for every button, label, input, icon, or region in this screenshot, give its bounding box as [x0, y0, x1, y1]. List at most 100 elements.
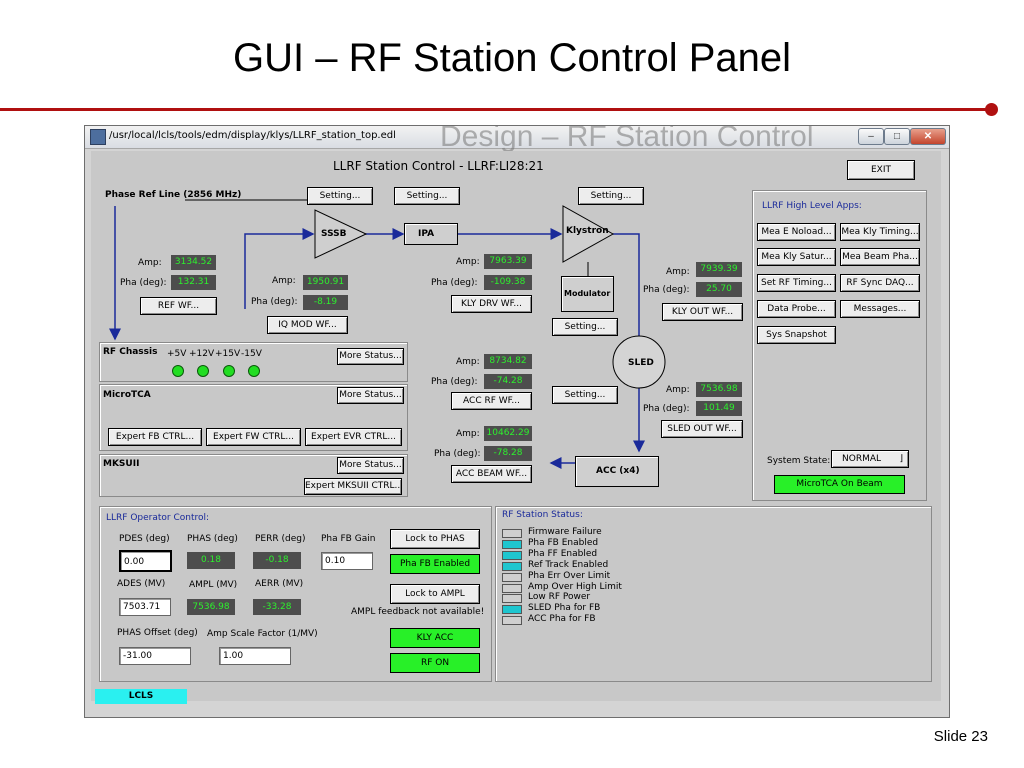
kly-out-pha-value: 25.70	[696, 282, 742, 297]
sled-out-amp-label: Amp:	[666, 385, 690, 395]
status-indicator-icon	[502, 561, 522, 571]
status-item-label: SLED Pha for FB	[528, 603, 601, 614]
panel-title: LLRF Station Control - LLRF:LI28:21	[333, 159, 544, 173]
mea-beam-pha-button[interactable]: Mea Beam Pha...	[840, 248, 920, 266]
sssb-setting-button[interactable]: Setting...	[307, 187, 373, 205]
sled-out-pha-label: Pha (deg):	[643, 404, 690, 414]
phas-value: 0.18	[187, 552, 235, 569]
phas-offset-input[interactable]: -31.00	[119, 647, 191, 665]
mea-kly-timing-button[interactable]: Mea Kly Timing...	[840, 223, 920, 241]
ipa-setting-button[interactable]: Setting...	[394, 187, 460, 205]
status-indicator-icon	[502, 539, 522, 549]
minimize-icon[interactable]: –	[858, 128, 884, 145]
microtca-more-status-button[interactable]: More Status...	[337, 387, 404, 404]
operator-control-frame	[99, 506, 492, 682]
mksuii-label: MKSUII	[103, 459, 140, 469]
lock-to-ampl-button[interactable]: Lock to AMPL	[390, 584, 480, 604]
title-divider-dot	[985, 103, 998, 116]
set-rf-timing-button[interactable]: Set RF Timing...	[757, 274, 836, 292]
phase-ref-label: Phase Ref Line (2856 MHz)	[105, 190, 242, 200]
data-probe-button[interactable]: Data Probe...	[757, 300, 836, 318]
slide-title: GUI – RF Station Control Panel	[232, 36, 792, 80]
ipa-block	[404, 223, 458, 245]
expert-fb-ctrl-button[interactable]: Expert FB CTRL...	[108, 428, 202, 446]
station-status-frame	[495, 506, 932, 682]
kly-out-wf-button[interactable]: KLY OUT WF...	[662, 303, 743, 321]
system-state-value: NORMAL	[842, 454, 882, 464]
led-5v	[172, 365, 184, 377]
iq-amp-value: 1950.91	[303, 275, 348, 290]
ampl-feedback-note: AMPL feedback not available!	[351, 607, 485, 617]
sled-out-wf-button[interactable]: SLED OUT WF...	[661, 420, 743, 438]
messages-button[interactable]: Messages...	[840, 300, 920, 318]
expert-mksuii-ctrl-button[interactable]: Expert MKSUII CTRL...	[304, 478, 402, 495]
close-icon[interactable]: ✕	[910, 128, 946, 145]
ref-wf-button[interactable]: REF WF...	[140, 297, 217, 315]
expert-fw-ctrl-button[interactable]: Expert FW CTRL...	[206, 428, 301, 446]
maximize-icon[interactable]: □	[884, 128, 910, 145]
sled-out-amp-value: 7536.98	[696, 382, 742, 397]
edm-window: Design – RF Station Control /usr/local/l…	[84, 125, 950, 718]
led-12v	[197, 365, 209, 377]
sled-label: SLED	[628, 358, 654, 368]
pdes-input[interactable]: 0.00	[119, 550, 172, 572]
iq-pha-value: -8.19	[303, 295, 348, 310]
perr-value: -0.18	[253, 552, 301, 569]
acc-rf-wf-button[interactable]: ACC RF WF...	[451, 392, 532, 410]
pha-fb-gain-input[interactable]: 0.10	[321, 552, 373, 570]
modulator-setting-button[interactable]: Setting...	[552, 318, 618, 336]
iq-mod-wf-button[interactable]: IQ MOD WF...	[267, 316, 348, 334]
system-state-select[interactable]: NORMAL⌋	[831, 450, 909, 468]
rf-chassis-label: RF Chassis	[103, 347, 158, 357]
app-icon	[90, 129, 106, 145]
status-indicator-icon	[502, 572, 522, 582]
acc-beam-wf-button[interactable]: ACC BEAM WF...	[451, 465, 532, 483]
sled-setting-button[interactable]: Setting...	[552, 386, 618, 404]
ades-input[interactable]: 7503.71	[119, 598, 171, 616]
rf-chassis-more-status-button[interactable]: More Status...	[337, 348, 404, 365]
expert-evr-ctrl-button[interactable]: Expert EVR CTRL...	[305, 428, 402, 446]
rf-on-button[interactable]: RF ON	[390, 653, 480, 673]
klystron-setting-button[interactable]: Setting...	[578, 187, 644, 205]
voltage-15v-label: +15V	[215, 349, 241, 359]
mksuii-more-status-button[interactable]: More Status...	[337, 457, 404, 474]
amp-scale-input[interactable]: 1.00	[219, 647, 291, 665]
microtca-on-beam-indicator: MicroTCA On Beam	[774, 475, 905, 494]
ref-amp-label: Amp:	[138, 258, 162, 268]
high-level-apps-title: LLRF High Level Apps:	[762, 201, 862, 211]
kly-drv-amp-value: 7963.39	[484, 254, 532, 269]
sys-snapshot-button[interactable]: Sys Snapshot	[757, 326, 836, 344]
status-indicator-icon	[502, 550, 522, 560]
mea-e-noload-button[interactable]: Mea E Noload...	[757, 223, 836, 241]
ref-pha-value: 132.31	[171, 275, 216, 290]
aerr-value: -33.28	[253, 599, 301, 615]
pha-fb-enabled-button[interactable]: Pha FB Enabled	[390, 554, 480, 574]
ghost-title: Design – RF Station Control	[440, 125, 814, 153]
sssb-label: SSSB	[321, 229, 347, 239]
acc-block	[575, 456, 659, 487]
mea-kly-satur-button[interactable]: Mea Kly Satur...	[757, 248, 836, 266]
operator-control-title: LLRF Operator Control:	[106, 513, 210, 523]
iq-amp-label: Amp:	[272, 276, 296, 286]
exit-button[interactable]: EXIT	[847, 160, 915, 180]
acc-beam-amp-label: Amp:	[456, 429, 480, 439]
window-path: /usr/local/lcls/tools/edm/display/klys/L…	[109, 130, 396, 141]
microtca-label: MicroTCA	[103, 390, 151, 400]
kly-acc-button[interactable]: KLY ACC	[390, 628, 480, 648]
lock-to-phas-button[interactable]: Lock to PHAS	[390, 529, 480, 549]
iq-pha-label: Pha (deg):	[251, 297, 298, 307]
status-item-label: Low RF Power	[528, 592, 591, 603]
ades-label: ADES (MV)	[117, 579, 166, 589]
microtca-frame	[99, 384, 408, 451]
status-item-label: Pha FF Enabled	[528, 548, 598, 559]
status-item-label: Amp Over High Limit	[528, 581, 622, 592]
kly-out-pha-label: Pha (deg):	[643, 285, 690, 295]
system-state-label: System State:	[767, 456, 831, 466]
pdes-label: PDES (deg)	[119, 534, 170, 544]
status-indicator-icon	[502, 594, 522, 604]
status-item-label: Pha FB Enabled	[528, 537, 599, 548]
kly-drv-wf-button[interactable]: KLY DRV WF...	[451, 295, 532, 313]
rf-sync-daq-button[interactable]: RF Sync DAQ...	[840, 274, 920, 292]
window-titlebar[interactable]: Design – RF Station Control /usr/local/l…	[85, 126, 949, 153]
acc-beam-pha-label: Pha (deg):	[434, 449, 481, 459]
